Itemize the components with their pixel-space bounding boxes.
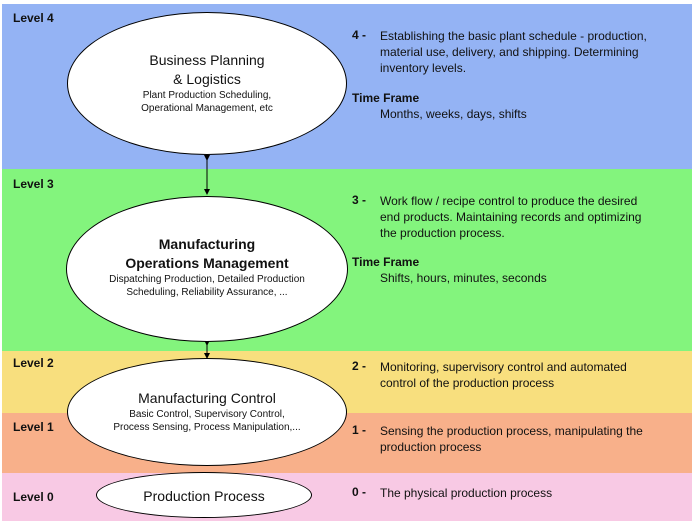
level-0-number: 0 - (352, 485, 367, 499)
level-2-desc-line: Monitoring, supervisory control and auto… (380, 360, 627, 374)
level-3-time-frame: Shifts, hours, minutes, seconds (380, 271, 547, 285)
production-process-title: Production Process (143, 488, 265, 504)
level-3-description: Work flow / recipe control to produce th… (380, 193, 685, 241)
level-1-desc-line: production process (380, 440, 482, 454)
level-4-description: Establishing the basic plant schedule - … (380, 28, 685, 76)
level-0-desc-line: The physical production process (380, 486, 553, 500)
level-1-number: 1 - (352, 423, 367, 437)
level-3-time-frame-label: Time Frame (352, 255, 420, 269)
operations-management-ellipse: Manufacturing Operations Management Disp… (66, 196, 348, 342)
level-4-label: Level 4 (13, 11, 54, 25)
operations-management-sub-2: Scheduling, Reliability Assurance, ... (126, 287, 288, 298)
manufacturing-control-title: Manufacturing Control (138, 390, 276, 406)
level-1-description: Sensing the production process, manipula… (380, 423, 685, 455)
business-planning-sub-1: Plant Production Scheduling, (142, 90, 272, 101)
level-2-description: Monitoring, supervisory control and auto… (380, 359, 685, 391)
level-3-desc-line: end products. Maintaining records and op… (380, 210, 642, 224)
level-0-label: Level 0 (13, 490, 54, 504)
level-4-number: 4 - (352, 28, 367, 42)
operations-management-title-1: Manufacturing (158, 236, 256, 252)
level-2-number: 2 - (352, 359, 367, 373)
business-planning-ellipse: Business Planning & Logistics Plant Prod… (67, 12, 347, 155)
manufacturing-control-ellipse: Manufacturing Control Basic Control, Sup… (67, 358, 347, 466)
level-4-time-frame-label: Time Frame (352, 91, 420, 105)
level-3-label: Level 3 (13, 177, 54, 191)
level-3-number: 3 - (352, 193, 367, 207)
manufacturing-control-sub-1: Basic Control, Supervisory Control, (129, 409, 285, 420)
level-1-label: Level 1 (13, 420, 54, 434)
operations-management-sub-1: Dispatching Production, Detailed Product… (109, 274, 305, 285)
operations-management-title-2: Operations Management (125, 255, 289, 271)
level-3-desc-line: the production process. (380, 226, 505, 240)
business-planning-sub-2: Operational Management, etc (141, 103, 273, 114)
level-2-label: Level 2 (13, 356, 54, 370)
production-process-ellipse: Production Process (96, 472, 312, 518)
level-0-description: The physical production process (380, 485, 685, 501)
manufacturing-control-sub-2: Process Sensing, Process Manipulation,..… (113, 422, 301, 433)
level-4-desc-line: Establishing the basic plant schedule - … (380, 29, 647, 43)
level-2-desc-line: control of the production process (380, 376, 555, 390)
level-4-desc-line: inventory levels. (380, 61, 467, 75)
level-4-time-frame: Months, weeks, days, shifts (380, 107, 527, 121)
level-1-desc-line: Sensing the production process, manipula… (380, 424, 643, 438)
level-3-desc-line: Work flow / recipe control to produce th… (380, 194, 638, 208)
level-4-desc-line: material use, delivery, and shipping. De… (380, 45, 639, 59)
business-planning-title-1: Business Planning (149, 52, 265, 68)
business-planning-title-2: & Logistics (173, 71, 241, 87)
